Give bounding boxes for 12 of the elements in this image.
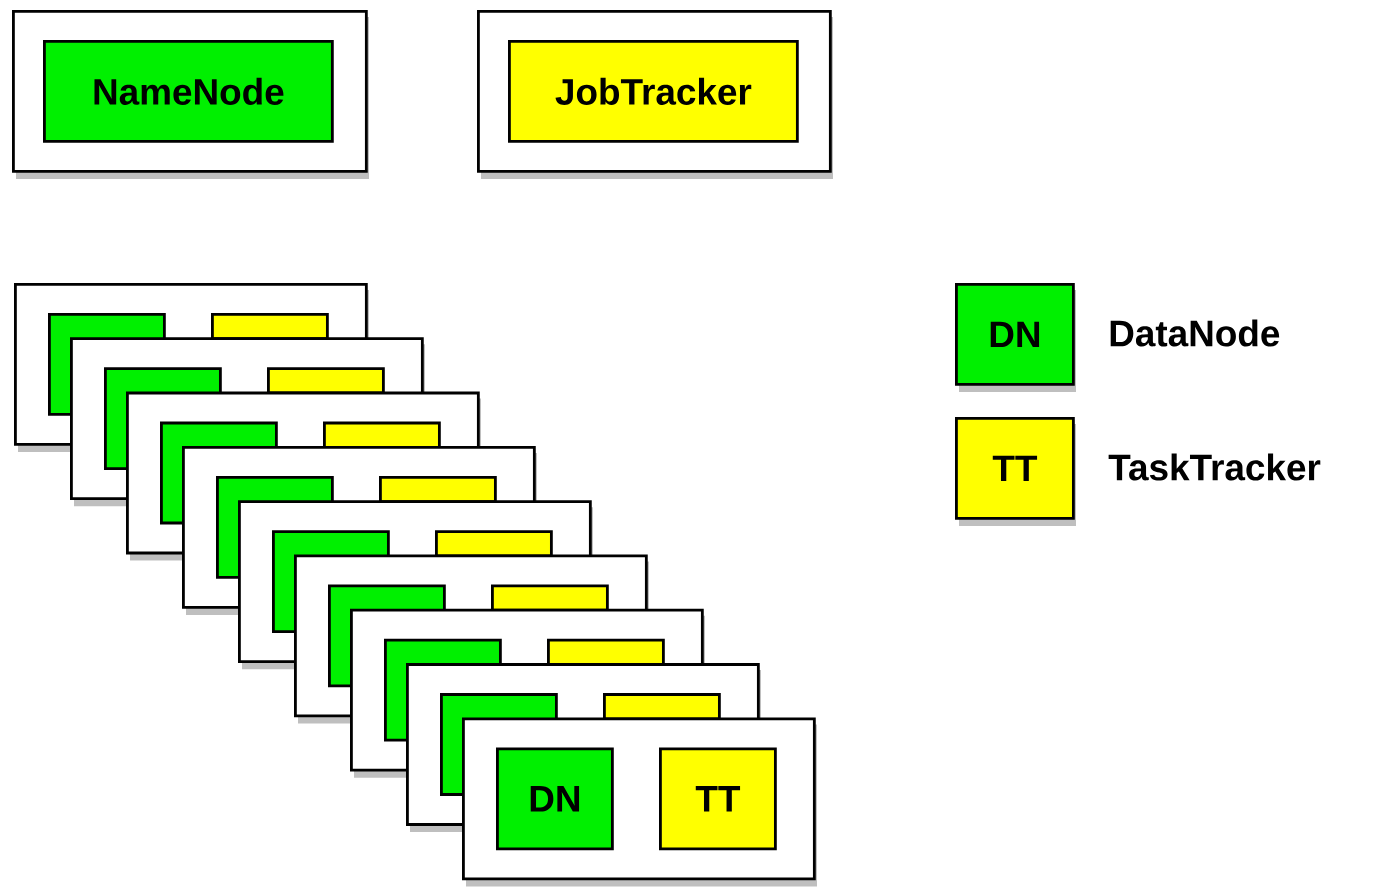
tasktracker-box (323, 421, 441, 449)
node-caption: DataNode (1110, 319, 1280, 347)
tasktracker-box (379, 475, 497, 503)
tasktracker-box (267, 367, 385, 395)
node-caption: TaskTracker (1108, 453, 1321, 481)
datanode-box: DN (496, 747, 614, 851)
tasktracker-box (547, 638, 665, 666)
tasktracker-box (435, 530, 553, 558)
namenode-box: NameNode (43, 40, 334, 143)
tasktracker-box (491, 584, 609, 612)
tasktracker-box: TT (659, 747, 777, 851)
jobtracker-box: JobTracker (508, 40, 799, 143)
